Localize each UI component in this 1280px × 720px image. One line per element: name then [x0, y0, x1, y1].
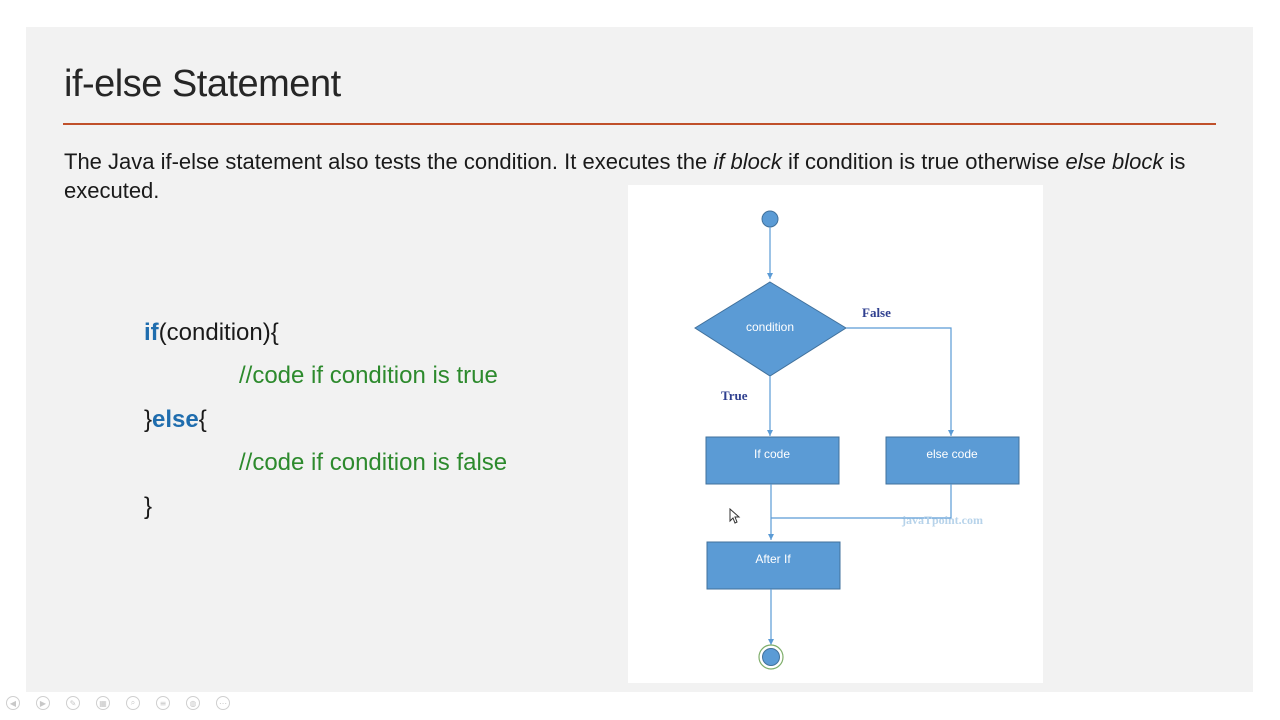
presenter-toolbar: ◀ ▶ ✎ ▦ ⌕ ≡ ◍ ⋯: [6, 696, 230, 712]
pen-icon[interactable]: ✎: [66, 696, 80, 710]
edge-else-to-merge: [771, 484, 952, 519]
code-brace-open: {: [198, 406, 207, 433]
code-comment-false: //code if condition is false: [239, 449, 508, 476]
zoom-icon[interactable]: ⌕: [126, 696, 140, 710]
more-icon[interactable]: ⋯: [216, 696, 230, 710]
subtitles-icon[interactable]: ≡: [156, 696, 170, 710]
if-code-label: If code: [754, 447, 790, 461]
next-icon[interactable]: ▶: [36, 696, 50, 710]
if-code-node: [705, 436, 840, 485]
previous-icon[interactable]: ◀: [6, 696, 20, 710]
description-emphasis-if-block: if block: [713, 149, 782, 174]
start-node: [761, 210, 779, 228]
edge-false: [846, 327, 954, 436]
code-line-1: if(condition){: [144, 319, 279, 347]
description-text-3: is executed.: [64, 149, 1186, 203]
slide-description: The Java if-else statement also tests th…: [64, 147, 1204, 205]
watermark-text: javaTpoint.com: [901, 513, 983, 527]
flowchart-panel: condition True False If code else code j…: [628, 185, 1043, 683]
slide-title: if-else Statement: [64, 63, 341, 105]
after-if-label: After If: [755, 552, 791, 566]
end-node: [762, 648, 780, 666]
code-brace-end: }: [144, 493, 153, 520]
description-text-2: if condition is true otherwise: [781, 149, 1066, 174]
flowchart-diagram: condition True False If code else code j…: [694, 210, 1020, 670]
mouse-cursor-icon: [729, 508, 741, 524]
description-text-1: The Java if-else statement also tests th…: [64, 149, 714, 174]
code-brace-close: }: [144, 406, 153, 433]
code-comment-true: //code if condition is true: [239, 362, 498, 389]
else-code-node: [885, 436, 1020, 485]
slides-icon[interactable]: ▦: [96, 696, 110, 710]
title-divider: [63, 123, 1216, 125]
after-if-node: [706, 541, 841, 590]
code-keyword-if: if: [144, 319, 159, 346]
code-keyword-else: else: [152, 406, 199, 433]
camera-icon[interactable]: ◍: [186, 696, 200, 710]
description-emphasis-else-block: else block: [1065, 149, 1164, 174]
decision-label: condition: [746, 320, 794, 334]
true-label: True: [721, 388, 748, 403]
false-label: False: [862, 305, 891, 320]
code-condition: (condition){: [158, 319, 279, 346]
slide: if-else Statement The Java if-else state…: [26, 27, 1253, 692]
code-line-3: }else{: [144, 406, 207, 434]
else-code-label: else code: [926, 447, 978, 461]
